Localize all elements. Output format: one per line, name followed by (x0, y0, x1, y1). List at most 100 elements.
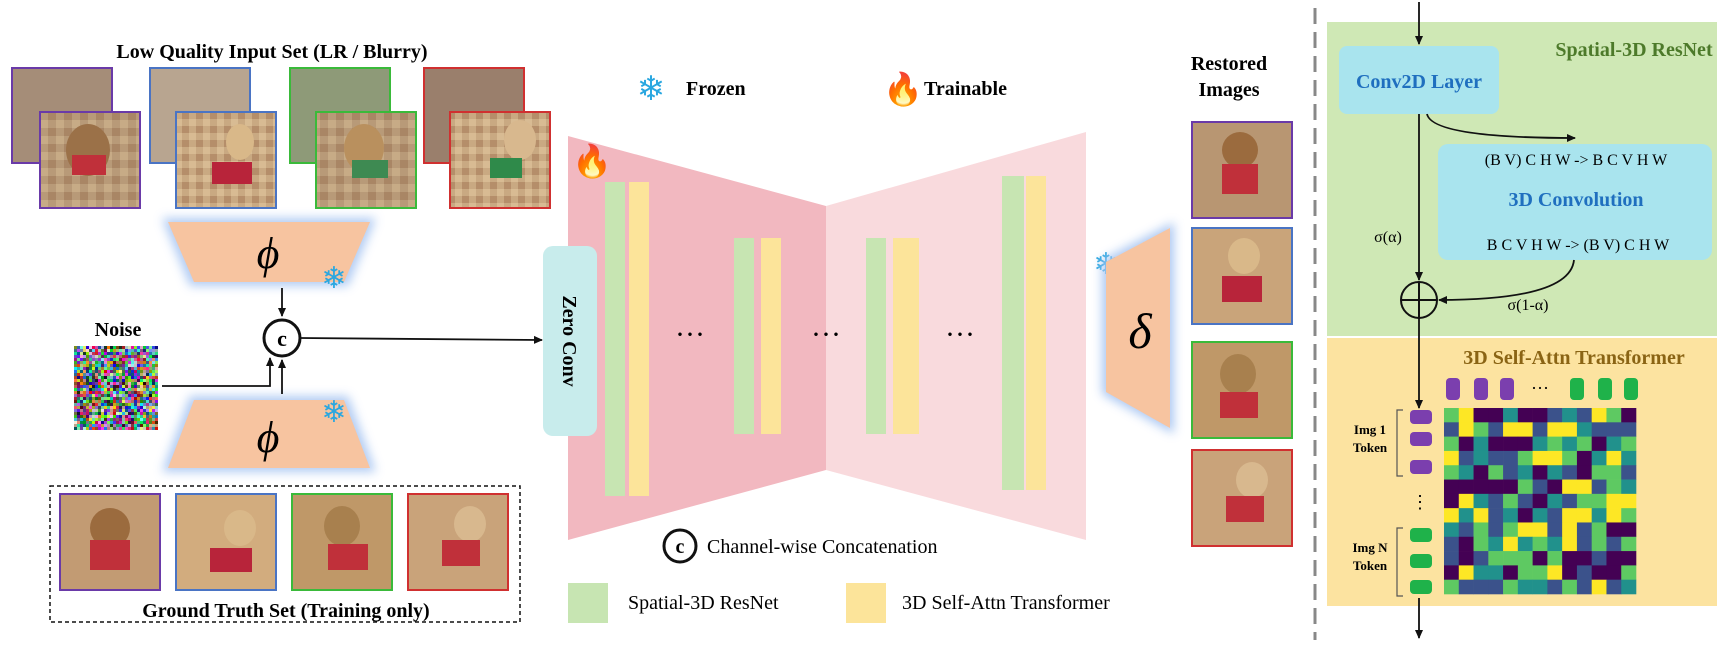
attention-cell (1473, 551, 1489, 566)
attention-cell (1591, 493, 1607, 509)
resnet-block (1002, 176, 1024, 490)
attention-cell (1503, 436, 1519, 452)
attention-cell (1458, 408, 1474, 423)
attention-cell (1591, 579, 1607, 595)
attention-cell (1473, 465, 1489, 480)
attention-cell (1517, 479, 1533, 495)
attention-cell (1576, 436, 1592, 452)
legend-concat: c Channel-wise Concatenation (662, 528, 938, 564)
sigma-one-minus-alpha-label: σ(1-α) (1508, 297, 1549, 314)
attention-cell (1488, 508, 1504, 523)
attention-cell (1591, 436, 1607, 452)
attention-cell (1547, 465, 1563, 480)
row-token-img1 (1410, 410, 1432, 424)
attention-cell (1532, 522, 1548, 538)
attention-cell (1532, 493, 1548, 509)
resnet-block (866, 238, 886, 434)
attention-cell (1606, 493, 1622, 509)
attention-cell (1444, 522, 1460, 538)
attention-cell (1444, 479, 1460, 495)
column-tokens (1446, 378, 1638, 400)
attention-cell (1562, 450, 1578, 466)
gt-image-viewer1 (59, 493, 161, 591)
restored-title-line2: Images (1198, 79, 1259, 101)
attention-cell (1444, 551, 1460, 566)
resnet-flow-arrows (1415, 2, 1576, 639)
attention-cell (1473, 422, 1489, 437)
attention-cell (1488, 536, 1504, 552)
attention-cell (1517, 565, 1533, 580)
restored-image-viewer4 (1191, 449, 1293, 547)
sigma-alpha-label: σ(α) (1374, 229, 1402, 246)
attention-cell (1591, 508, 1607, 523)
column-token-imgN (1570, 378, 1584, 400)
attention-cell (1591, 551, 1607, 566)
attention-cell (1576, 479, 1592, 495)
attention-cell (1517, 450, 1533, 466)
attention-cell (1517, 465, 1533, 480)
attention-cell (1576, 493, 1592, 509)
encoder-top: ϕ (162, 218, 376, 286)
attention-cell (1532, 565, 1548, 580)
img1-token-bracket (1396, 409, 1403, 477)
attention-cell (1591, 479, 1607, 495)
zero-conv: Zero Conv (543, 246, 597, 436)
attention-cell (1503, 450, 1519, 466)
attention-cell (1606, 565, 1622, 580)
attention-cell (1547, 436, 1563, 452)
lq-image-viewer2 (149, 67, 277, 209)
attention-cell (1517, 408, 1533, 423)
attention-cell (1458, 522, 1474, 538)
attention-cell (1547, 522, 1563, 538)
attention-cell (1621, 536, 1637, 552)
attention-cell (1458, 536, 1474, 552)
attention-cell (1517, 536, 1533, 552)
row-tokens (1410, 410, 1432, 594)
attention-cell (1621, 508, 1637, 523)
attention-cell (1591, 565, 1607, 580)
attention-cell (1547, 479, 1563, 495)
attention-cell (1444, 436, 1460, 452)
attention-cell (1562, 579, 1578, 595)
attention-cell (1576, 508, 1592, 523)
snowflake-icon-encoder-bottom: ❄ (321, 396, 346, 429)
attention-cell (1576, 422, 1592, 437)
attention-cell (1444, 422, 1460, 437)
attention-cell (1562, 565, 1578, 580)
attention-cell (1606, 551, 1622, 566)
attention-cell (1621, 479, 1637, 495)
attention-cell (1591, 422, 1607, 437)
column-token-img1 (1474, 378, 1488, 400)
attention-cell (1562, 422, 1578, 437)
attention-cell (1458, 493, 1474, 509)
attention-cell (1591, 536, 1607, 552)
legend-trainable-label: Trainable (924, 78, 1007, 100)
attention-cell (1606, 422, 1622, 437)
attention-cell (1458, 579, 1474, 595)
attention-cell (1547, 450, 1563, 466)
attention-cell (1488, 579, 1504, 595)
attention-cell (1532, 579, 1548, 595)
attention-cell (1547, 579, 1563, 595)
attention-cell (1458, 479, 1474, 495)
unet-ellipsis-3: ··· (945, 318, 975, 351)
attention-cell (1562, 436, 1578, 452)
legend-frozen-label: Frozen (686, 78, 746, 100)
attention-cell (1547, 408, 1563, 423)
row-token-imgN (1410, 554, 1432, 568)
row-token-imgN (1410, 528, 1432, 542)
lq-thumbnails (11, 67, 551, 209)
attention-cell (1473, 522, 1489, 538)
attention-cell (1621, 579, 1637, 595)
attention-cell (1576, 579, 1592, 595)
attention-cell (1606, 579, 1622, 595)
noise-label: Noise (95, 319, 142, 341)
snowflake-icon-legend: ❄ (637, 71, 666, 108)
attention-cell (1576, 465, 1592, 480)
attention-cell (1444, 565, 1460, 580)
attention-cell (1473, 450, 1489, 466)
attention-cell (1532, 436, 1548, 452)
row-token-img1 (1410, 432, 1432, 446)
attention-cell (1473, 536, 1489, 552)
attention-cell (1547, 565, 1563, 580)
